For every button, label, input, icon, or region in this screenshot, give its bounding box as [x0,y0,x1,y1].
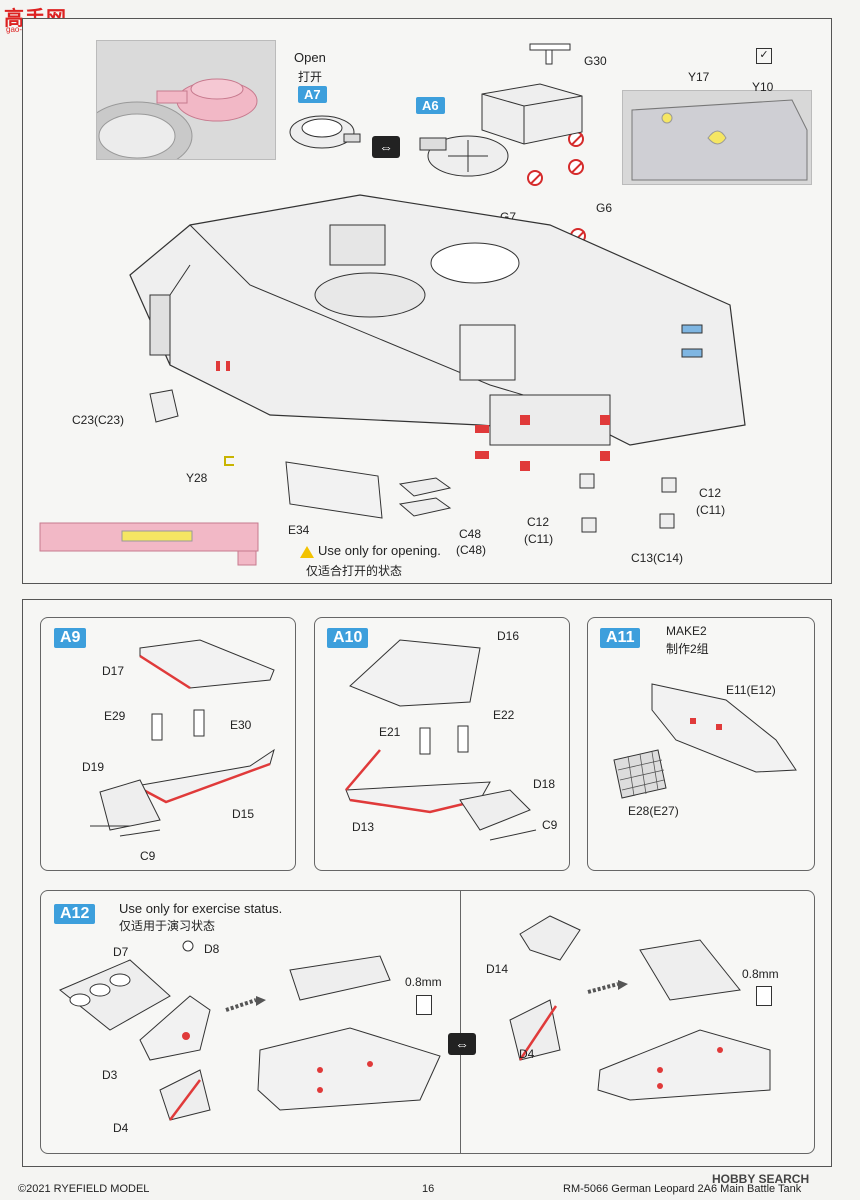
swap-arrow-icon: ⇔ [372,136,400,158]
footer-title: RM-5066 German Leopard 2A6 Main Battle T… [563,1183,802,1195]
badge-a12: A12 [54,904,96,924]
do-not-glue-icon [527,170,543,186]
footer-page-number: 16 [422,1183,435,1195]
a10-c9-label: C9 [542,818,558,832]
a9-e30-label: E30 [230,718,252,732]
part-c11-label: (C11) [524,532,554,546]
a12-d4-label-right: D4 [519,1047,535,1061]
a10-d16-label: D16 [497,629,520,643]
part-c11-label-right: (C11) [696,503,726,517]
a9-c9-label: C9 [140,849,156,863]
open-label-cn: 打开 [298,70,323,84]
badge-a9: A9 [54,628,87,648]
a10-d18-label: D18 [533,777,556,791]
a10-d13-label: D13 [352,820,375,834]
check-icon: ✓ [756,48,772,64]
part-c12-label-right: C12 [699,486,722,500]
part-y17-label: Y17 [688,70,710,84]
a11-drawing [613,683,797,799]
a12-note-en: Use only for exercise status. [119,901,283,916]
a12-divider [460,890,461,1154]
part-y10-label: Y10 [752,80,774,94]
hobby-search-logo: HOBBY SEARCH [712,1172,810,1186]
turret-upper-box-drawing [481,83,583,145]
opening-note-en-text: Use only for opening. [318,543,441,558]
a12-right-drawing [509,915,771,1101]
part-c48-label: C48 [459,527,482,541]
a12-note-cn: 仅适用于演习状态 [119,919,216,933]
a12-mm-label-left: 0.8mm [405,975,442,989]
part-c23-label: C23(C23) [72,413,125,427]
part-g30-label: G30 [584,54,607,68]
a10-drawing [345,639,537,841]
part-g30-drawing [529,43,571,65]
drill-icon [416,995,432,1015]
do-not-glue-icon [568,159,584,175]
a12-mm-label-right: 0.8mm [742,967,779,981]
inset-photo-hatch [96,40,276,160]
a12-d3-label: D3 [102,1068,118,1082]
part-e34-label: E34 [288,523,310,537]
a11-make-en: MAKE2 [666,624,707,638]
opening-note-cn: 仅适合打开的状态 [306,564,403,578]
opening-note-en: Use only for opening. [300,543,441,558]
badge-a11: A11 [600,628,641,648]
a10-e21-label: E21 [379,725,401,739]
hull-main-drawing [129,194,746,471]
a12-left-drawing [59,940,441,1121]
part-c12-label: C12 [527,515,550,529]
badge-a6: A6 [416,97,445,114]
a9-drawing [90,639,275,837]
a9-d17-label: D17 [102,664,125,678]
part-c12-c13-drawing [579,473,677,533]
badge-a10: A10 [327,628,369,648]
hatch-photo-drawing [97,78,258,159]
a12-d14-label: D14 [486,962,509,976]
part-e34-drawing [285,461,383,519]
footer-copyright: ©2021 RYEFIELD MODEL [18,1183,150,1195]
a9-e29-label: E29 [104,709,126,723]
part-y28-mark [224,456,234,466]
a9-d15-label: D15 [232,807,255,821]
warning-icon [300,545,314,558]
drill-icon [756,986,772,1006]
part-y28-label: Y28 [186,471,208,485]
a9-d19-label: D19 [82,760,105,774]
part-c13-label: C13(C14) [631,551,684,565]
a10-e22-label: E22 [493,708,515,722]
badge-a7: A7 [298,86,327,103]
swap-arrow-icon: ⇔ [448,1033,476,1055]
part-c48-drawing [398,477,452,517]
a12-d4-label-left: D4 [113,1121,129,1135]
part-c48-label-paren: (C48) [456,543,487,557]
part-g6-label: G6 [596,201,613,215]
a12-d8-label: D8 [204,942,220,956]
open-label-en: Open [294,50,326,65]
rail-pink-drawing [39,522,259,566]
inset-y-parts-drawing [631,99,808,181]
a11-make-cn: 制作2组 [666,642,709,656]
hatch-a7-drawing [289,115,361,149]
hatch-a6-drawing [419,135,509,177]
a12-d7-label: D7 [113,945,129,959]
part-c23-drawing [149,389,179,423]
a11-e28-label: E28(E27) [628,804,679,818]
a11-e11-label: E11(E12) [726,683,776,697]
